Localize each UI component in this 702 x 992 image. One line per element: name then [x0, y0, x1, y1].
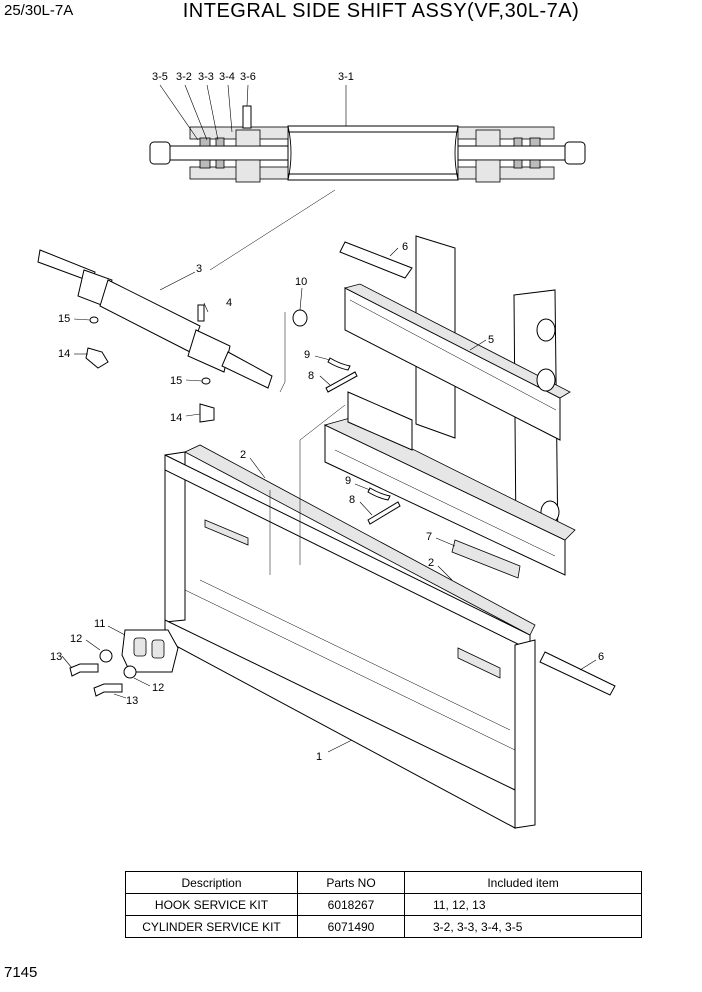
- col-parts-no: Parts NO: [297, 871, 405, 894]
- cylinder-section: [149, 105, 586, 183]
- upper-frame: [339, 235, 571, 551]
- pin-set-lower: [354, 483, 401, 525]
- cell-parts-no: 6018267: [297, 893, 405, 916]
- callout-1: 1: [316, 751, 322, 763]
- col-included-item: Included item: [404, 871, 642, 894]
- callout-5: 5: [488, 334, 494, 346]
- cylinder-assembly: [37, 189, 336, 423]
- callout-13a: 13: [50, 651, 62, 663]
- col-description: Description: [125, 871, 298, 894]
- middle-plate: [323, 391, 576, 579]
- service-kit-table: Description Parts NO Included item HOOK …: [125, 871, 642, 938]
- callout-3-3: 3-3: [198, 71, 214, 83]
- callout-3-2: 3-2: [176, 71, 192, 83]
- callout-3: 3: [196, 263, 202, 275]
- callout-3-6: 3-6: [240, 71, 256, 83]
- callout-2a: 2: [240, 449, 246, 461]
- table-row: CYLINDER SERVICE KIT 6071490 3-2, 3-3, 3…: [125, 915, 642, 938]
- callout-9a: 9: [304, 349, 310, 361]
- callout-3-5: 3-5: [152, 71, 168, 83]
- callout-11: 11: [94, 618, 105, 630]
- model-code: 25/30L-7A: [4, 2, 74, 19]
- page-number: 7145: [4, 964, 38, 981]
- cell-description: CYLINDER SERVICE KIT: [125, 915, 298, 938]
- pin-set-upper: [314, 355, 358, 393]
- callout-13b: 13: [126, 695, 138, 707]
- callout-12a: 12: [70, 633, 82, 645]
- callout-6b: 6: [598, 651, 604, 663]
- callout-14b: 14: [170, 412, 182, 424]
- callout-3-1: 3-1: [338, 71, 354, 83]
- o-ring: [292, 309, 308, 327]
- callout-8a: 8: [308, 370, 314, 382]
- cylinder-leaders: [159, 84, 347, 141]
- callout-7: 7: [426, 531, 432, 543]
- hook-assembly: [61, 625, 179, 699]
- callout-3-4: 3-4: [219, 71, 235, 83]
- callout-6a: 6: [402, 241, 408, 253]
- callout-9b: 9: [345, 475, 351, 487]
- callout-12b: 12: [152, 682, 164, 694]
- callout-15b: 15: [170, 375, 182, 387]
- callout-2b: 2: [428, 557, 434, 569]
- callout-14a: 14: [58, 348, 70, 360]
- cell-included-item: 3-2, 3-3, 3-4, 3-5: [404, 915, 642, 938]
- cell-included-item: 11, 12, 13: [404, 893, 642, 916]
- cell-description: HOOK SERVICE KIT: [125, 893, 298, 916]
- callout-4: 4: [226, 297, 232, 309]
- table-header-row: Description Parts NO Included item: [125, 871, 642, 894]
- lower-frame: [164, 404, 616, 829]
- callout-10: 10: [295, 276, 307, 288]
- table-row: HOOK SERVICE KIT 6018267 11, 12, 13: [125, 893, 642, 916]
- callout-8b: 8: [349, 494, 355, 506]
- cell-parts-no: 6071490: [297, 915, 405, 938]
- callout-15a: 15: [58, 313, 70, 325]
- page-title: INTEGRAL SIDE SHIFT ASSY(VF,30L-7A): [182, 0, 580, 22]
